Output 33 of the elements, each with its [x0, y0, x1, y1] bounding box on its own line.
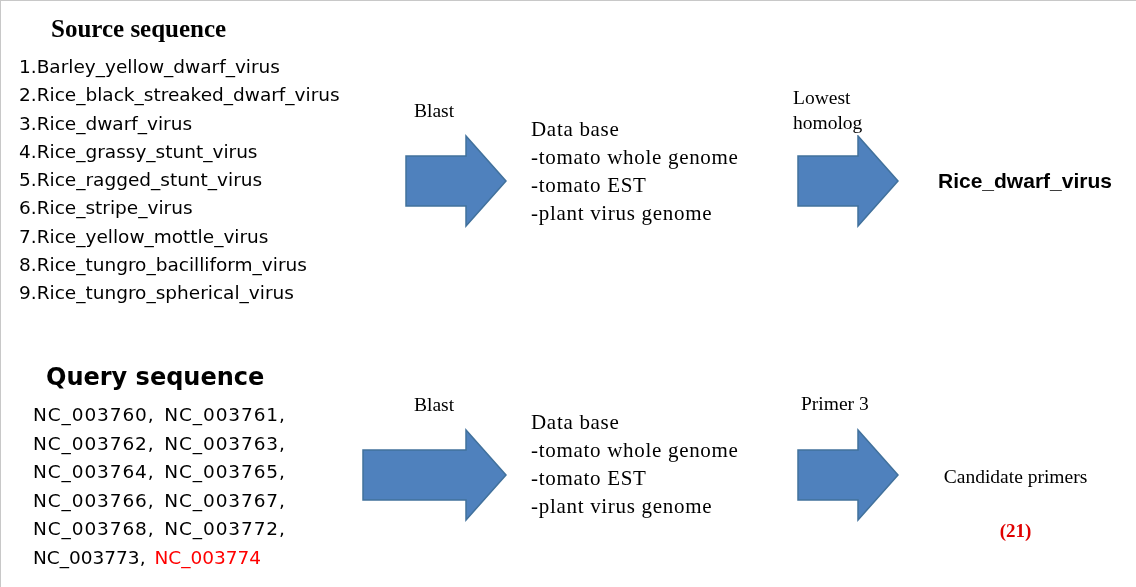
- block-arrow: [797, 134, 899, 228]
- accession-list-line: NC_003760, NC_003761,: [32, 403, 286, 428]
- database-item: -plant virus genome: [531, 200, 713, 227]
- list-item: 2.Rice_black_streaked_dwarf_virus: [19, 83, 340, 108]
- highlighted-accession: NC_003774: [154, 543, 262, 573]
- accession-list-line: NC_003768, NC_003772,: [32, 517, 286, 542]
- section-heading: Query sequence: [46, 363, 265, 391]
- block-arrow: [797, 428, 899, 522]
- accession-list-line: NC_003762, NC_003763,: [32, 431, 286, 457]
- section-heading: Source sequence: [51, 15, 227, 43]
- list-item: 6.Rice_stripe_virus: [19, 196, 193, 221]
- list-item: 1.Barley_yellow_dwarf_virus: [19, 55, 280, 80]
- result-label: Candidate primers: [943, 466, 1088, 488]
- database-item: -tomato EST: [531, 465, 647, 492]
- count-label: (21): [999, 520, 1032, 542]
- database-item: -tomato whole genome: [531, 437, 739, 464]
- list-item: 8.Rice_tungro_bacilliform_virus: [19, 253, 307, 278]
- accession-list-line: NC_003773,: [33, 545, 146, 571]
- list-item: 7.Rice_yellow_mottle_virus: [19, 224, 269, 250]
- accession-list-line: NC_003764, NC_003765,: [32, 460, 286, 485]
- list-item: 9.Rice_tungro_spherical_virus: [19, 281, 294, 306]
- list-item: 3.Rice_dwarf_virus: [19, 111, 193, 137]
- accession-list-line: NC_003766, NC_003767,: [32, 488, 286, 514]
- database-item: -tomato EST: [531, 172, 647, 199]
- list-item: 5.Rice_ragged_stunt_virus: [19, 168, 263, 193]
- database-heading: Data base: [531, 409, 620, 436]
- list-item: 4.Rice_grassy_stunt_virus: [19, 139, 258, 165]
- database-item: -tomato whole genome: [531, 144, 739, 171]
- block-arrow: [362, 428, 507, 522]
- database-item: -plant virus genome: [531, 493, 713, 520]
- result-label: Rice_dwarf_virus: [938, 168, 1112, 194]
- block-arrow: [405, 134, 507, 228]
- database-heading: Data base: [531, 116, 620, 143]
